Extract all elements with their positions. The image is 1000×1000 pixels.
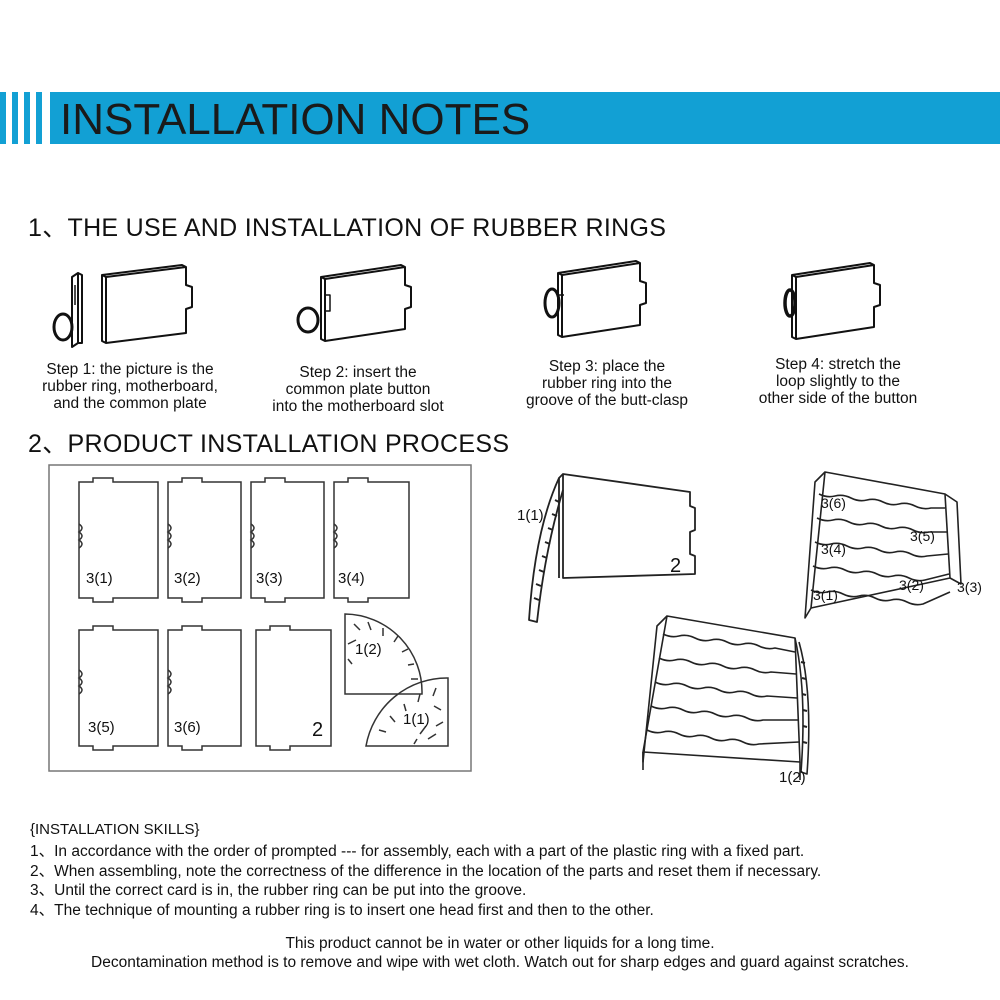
banner-bar	[50, 92, 1000, 144]
footer-line-2: Decontamination method is to remove and …	[91, 954, 909, 971]
caption-line: Step 4: stretch the	[775, 356, 901, 373]
step-2-caption: Step 2: insert the common plate button i…	[238, 364, 478, 415]
step-2-illustration	[296, 264, 412, 342]
banner-stripe	[12, 92, 18, 144]
panel-label-3-2: 3(2)	[174, 570, 201, 587]
assembly-a-label-2: 2	[670, 555, 681, 577]
motherboard	[791, 262, 881, 340]
panel-3-3	[249, 477, 325, 603]
step-3-caption: Step 3: place the rubber ring into the g…	[487, 358, 727, 409]
caption-line: loop slightly to the	[775, 373, 901, 390]
assembly-c-label-1-2: 1(2)	[779, 769, 806, 786]
assembly-stage-1: 1(1) 2	[517, 473, 696, 623]
caption-line: Step 1: the picture is the	[46, 361, 214, 378]
skills-title: {INSTALLATION SKILLS}	[30, 821, 200, 838]
rubber-ring	[783, 288, 797, 318]
motherboard	[320, 264, 412, 342]
fan-piece-1-2	[344, 613, 423, 695]
step-4-illustration	[783, 262, 881, 340]
parts-sheet: 3(1) 3(2) 3(3) 3(4) 3(5) 3(6) 2 1(2) 1(1…	[48, 464, 472, 772]
panel-label-2: 2	[312, 719, 323, 741]
panel-3-5	[77, 625, 159, 751]
caption-line: groove of the butt-clasp	[526, 392, 688, 409]
step-1-illustration	[52, 264, 193, 348]
footer-line-1: This product cannot be in water or other…	[285, 935, 715, 952]
skills-item: 3、Until the correct card is in, the rubb…	[30, 882, 527, 899]
caption-line: rubber ring, motherboard,	[42, 378, 218, 395]
rubber-ring	[296, 306, 320, 334]
skills-item: 2、When assembling, note the correctness …	[30, 862, 822, 880]
section-heading-rubber-rings: 1、THE USE AND INSTALLATION OF RUBBER RIN…	[28, 214, 667, 242]
panel-3-1	[77, 477, 159, 603]
banner-stripe	[0, 92, 6, 144]
assembly-a-label-1-1: 1(1)	[517, 507, 544, 524]
motherboard	[557, 260, 647, 338]
fan-piece-1-1	[365, 677, 449, 747]
rubber-ring	[543, 287, 561, 319]
assembly-b-label-3-5: 3(5)	[910, 528, 935, 544]
panel-label-3-3: 3(3)	[256, 570, 283, 587]
step-4-caption: Step 4: stretch the loop slightly to the…	[718, 356, 958, 407]
caption-line: other side of the button	[758, 390, 918, 407]
panel-2	[255, 625, 332, 751]
assembly-b-label-3-3: 3(3)	[957, 579, 982, 595]
assembly-stage-3: 1(2)	[642, 615, 810, 786]
caption-line: Step 3: place the	[548, 358, 666, 375]
panel-3-6	[166, 625, 242, 751]
assembly-b-label-3-4: 3(4)	[821, 541, 846, 557]
caption-line: and the common plate	[53, 395, 207, 412]
assembly-b-label-3-1: 3(1)	[813, 587, 838, 603]
skills-item: 4、The technique of mounting a rubber rin…	[30, 901, 654, 919]
plate-button	[324, 294, 331, 312]
panel-3-2	[166, 477, 242, 603]
caption-line: rubber ring into the	[541, 375, 673, 392]
assembly-stage-2: 3(6) 3(5) 3(4) 3(2) 3(1) 3(3)	[804, 471, 982, 619]
skills-list: 1、In accordance with the order of prompt…	[30, 842, 821, 920]
caption-line: common plate button	[285, 381, 431, 398]
banner-stripe	[36, 92, 42, 144]
panel-label-3-5: 3(5)	[88, 719, 115, 736]
common-plate	[71, 272, 79, 348]
footer-notice: This product cannot be in water or other…	[0, 934, 1000, 972]
fan-label-1-1: 1(1)	[403, 711, 430, 728]
assembly-b-label-3-2: 3(2)	[899, 577, 924, 593]
banner-stripe	[24, 92, 30, 144]
caption-line: Step 2: insert the	[299, 364, 417, 381]
section-heading-installation-process: 2、PRODUCT INSTALLATION PROCESS	[28, 430, 510, 458]
caption-line: into the motherboard slot	[272, 398, 444, 415]
step-3-illustration	[543, 260, 647, 338]
panel-label-3-1: 3(1)	[86, 570, 113, 587]
header-banner: INSTALLATION NOTES	[0, 92, 1000, 144]
step-1-caption: Step 1: the picture is the rubber ring, …	[10, 361, 250, 412]
panel-3-4	[332, 477, 410, 603]
fan-label-1-2: 1(2)	[355, 641, 382, 658]
skills-item: 1、In accordance with the order of prompt…	[30, 843, 805, 860]
assembly-b-label-3-6: 3(6)	[821, 495, 846, 511]
panel-label-3-4: 3(4)	[338, 570, 365, 587]
page-title: INSTALLATION NOTES	[60, 95, 531, 144]
panel-label-3-6: 3(6)	[174, 719, 201, 736]
rubber-ring	[52, 312, 74, 342]
